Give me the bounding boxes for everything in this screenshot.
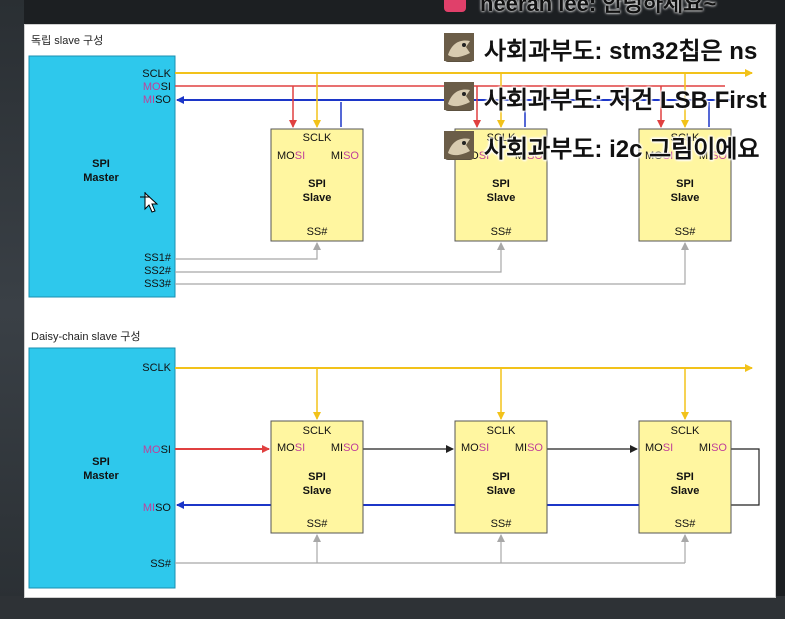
svg-text:MISO: MISO — [699, 442, 728, 454]
svg-text:SS#: SS# — [675, 518, 697, 530]
svg-text:SCLK: SCLK — [671, 425, 700, 437]
master-title-line1: SPI — [92, 158, 110, 170]
slave-drop-lines — [289, 73, 731, 128]
svg-text:MOSI: MOSI — [645, 150, 673, 162]
chat-message: 사회과부도: i2c 그림이에요 — [444, 131, 760, 163]
svg-text:SCLK: SCLK — [303, 132, 332, 144]
daisy-slave-box-2: SCLK MOSI MISO SPI Slave SS# — [454, 420, 548, 534]
svg-text:MISO: MISO — [515, 442, 544, 454]
independent-section-title: 독립 slave 구성 — [31, 34, 103, 47]
spi-diagram: 독립 slave 구성 SPI Master SCLK MOSI MISO SS… — [28, 34, 760, 589]
svg-text:SPI: SPI — [492, 471, 510, 483]
daisy-section-title: Daisy-chain slave 구성 — [31, 330, 141, 343]
chat-top-user: heeran lee — [480, 0, 589, 16]
spi-master-box-daisy — [28, 347, 176, 589]
chat-user: 사회과부도 — [484, 86, 595, 114]
svg-text:Slave: Slave — [487, 192, 516, 204]
svg-text:Slave: Slave — [671, 485, 700, 497]
svg-text:MOSI: MOSI — [277, 442, 305, 454]
svg-text:MOSI: MOSI — [645, 442, 673, 454]
master-daisy-title-line2: Master — [83, 470, 119, 482]
chat-message: 사회과부도: 저건 LSB First — [444, 82, 767, 114]
svg-text:SS#: SS# — [491, 226, 513, 238]
daisy-slave-box-3: SCLK MOSI MISO SPI Slave SS# — [638, 420, 732, 534]
chat-user: 사회과부도 — [484, 135, 595, 163]
svg-text:SCLK: SCLK — [487, 425, 516, 437]
avatar-icon — [444, 82, 474, 111]
master-ss2-label: SS2# — [144, 265, 172, 277]
svg-text:MISO: MISO — [331, 442, 360, 454]
svg-text:MISO: MISO — [331, 150, 360, 162]
ss-lines — [175, 242, 689, 285]
master-daisy-miso-label: MISO — [143, 502, 172, 514]
background-left — [0, 0, 24, 619]
avatar-icon — [444, 33, 474, 62]
chat-top-message: heeran lee: 안녕하세요~ — [444, 0, 717, 16]
svg-text:SPI: SPI — [676, 471, 694, 483]
svg-text:Slave: Slave — [303, 192, 332, 204]
master-daisy-mosi-label: MOSI — [143, 444, 171, 456]
svg-text:MOSI: MOSI — [461, 442, 489, 454]
mouse-cursor-icon — [140, 191, 159, 213]
chat-text: 저건 LSB First — [609, 86, 767, 114]
user-badge-icon — [444, 0, 466, 12]
svg-text:SS#: SS# — [675, 226, 697, 238]
chat-user: 사회과부도 — [484, 37, 595, 65]
presentation-slide: 독립 slave 구성 SPI Master SCLK MOSI MISO SS… — [24, 24, 776, 598]
svg-text:SPI: SPI — [308, 178, 326, 190]
master-daisy-ss-label: SS# — [150, 558, 172, 570]
svg-text:SS#: SS# — [491, 518, 513, 530]
svg-text:SS#: SS# — [307, 518, 329, 530]
spi-master-box — [28, 55, 176, 298]
svg-text:SPI: SPI — [676, 178, 694, 190]
master-ss3-label: SS3# — [144, 278, 172, 290]
chat-text: stm32칩은 ns — [609, 37, 758, 65]
svg-text:SCLK: SCLK — [303, 425, 332, 437]
svg-text:SCLK: SCLK — [487, 132, 516, 144]
svg-text:SCLK: SCLK — [671, 132, 700, 144]
master-mosi-label: MOSI — [143, 81, 171, 93]
daisy-chain-links — [363, 445, 760, 506]
slave-box-3: SCLK MOSI MISO SPI Slave SS# — [638, 128, 732, 242]
daisy-ss-lines — [175, 534, 689, 564]
master-sclk-label: SCLK — [142, 68, 171, 80]
svg-text:SPI: SPI — [492, 178, 510, 190]
chat-top-text: 안녕하세요~ — [602, 0, 717, 16]
master-daisy-sclk-label: SCLK — [142, 362, 171, 374]
avatar-icon — [444, 131, 474, 160]
svg-text:SPI: SPI — [308, 471, 326, 483]
svg-text:Slave: Slave — [671, 192, 700, 204]
svg-text:MOSI: MOSI — [277, 150, 305, 162]
master-miso-label: MISO — [143, 94, 172, 106]
svg-text:MISO: MISO — [699, 150, 728, 162]
daisy-sclk-drops — [313, 368, 689, 420]
chat-text: i2c 그림이에요 — [609, 135, 760, 163]
svg-text:Slave: Slave — [303, 485, 332, 497]
slave-box-1: SCLK MOSI MISO SPI Slave SS# — [270, 128, 364, 242]
master-ss1-label: SS1# — [144, 252, 172, 264]
chat-message: 사회과부도: stm32칩은 ns — [444, 33, 758, 65]
svg-text:MISO: MISO — [515, 150, 544, 162]
svg-text:Slave: Slave — [487, 485, 516, 497]
daisy-slave-box-1: SCLK MOSI MISO SPI Slave SS# — [270, 420, 364, 534]
master-daisy-title-line1: SPI — [92, 456, 110, 468]
master-title-line2: Master — [83, 172, 119, 184]
svg-text:SS#: SS# — [307, 226, 329, 238]
background-bottom — [0, 596, 785, 619]
